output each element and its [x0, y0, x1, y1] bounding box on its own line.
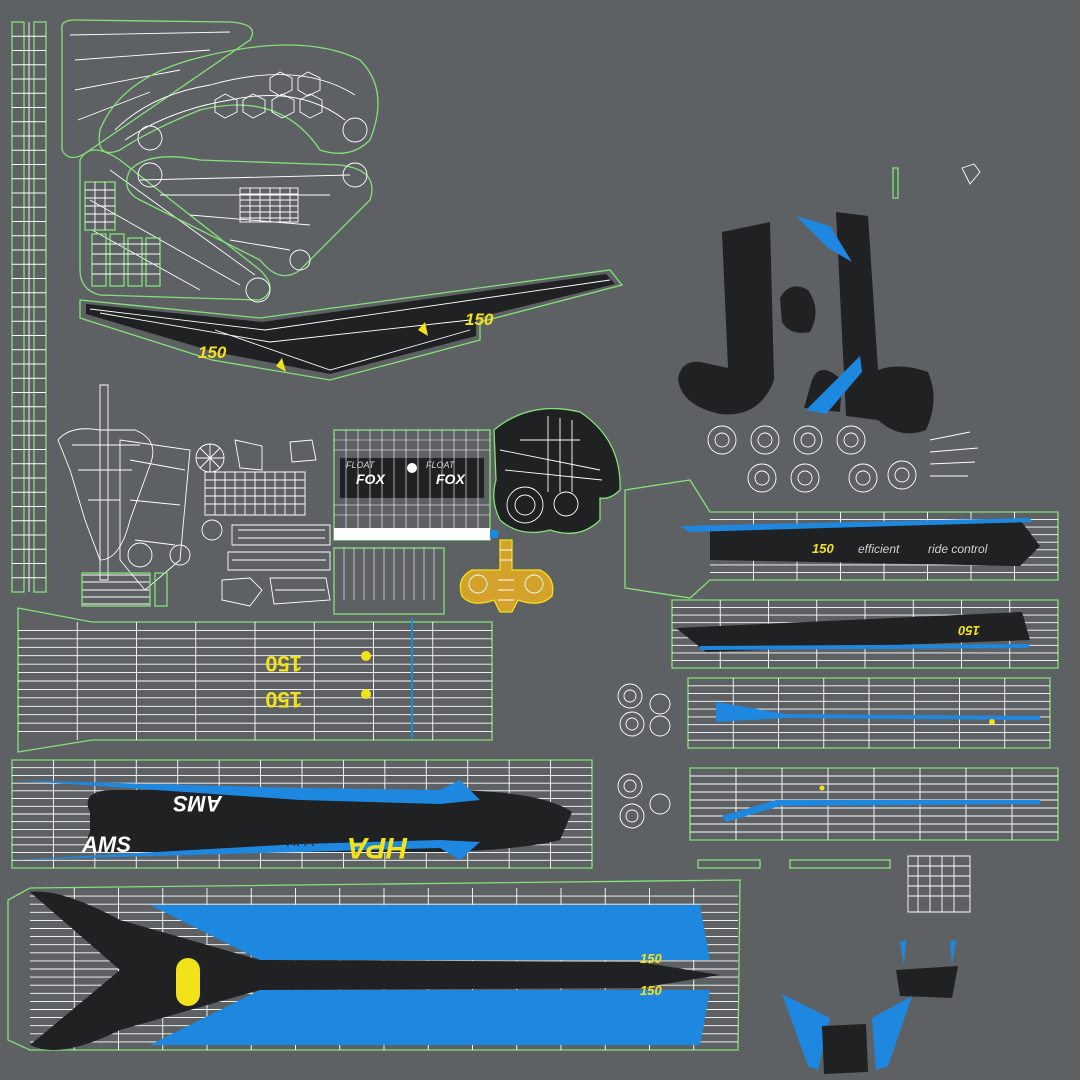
fox-shock-decal: FLOAT FOX FLOAT FOX: [333, 429, 498, 615]
top-tube-island: 150 150: [7, 879, 741, 1051]
ride-control-travel-label: 150: [812, 541, 834, 556]
float-label-a: FLOAT: [346, 460, 376, 470]
tube-travel-label-b: 150: [265, 687, 302, 712]
rocker-piece-island: [493, 407, 621, 534]
handlebar-travel-label-b: 150: [198, 343, 227, 362]
top-tube-travel-label-a: 150: [640, 951, 662, 966]
slogan-efficient: efficient: [858, 542, 900, 556]
seat-tube-island: 150 150: [17, 607, 493, 753]
bearing-rings-island: [617, 683, 891, 869]
hpa-logo-a: HPA: [347, 831, 408, 864]
slogan-ride-control: ride control: [928, 542, 988, 556]
yellow-bracket-island: [459, 539, 554, 613]
mirrored-travel-label: 150: [958, 623, 980, 638]
fox-logo-b: FOX: [436, 471, 466, 487]
top-tube-travel-label-b: 150: [640, 983, 662, 998]
ams-logo-b: AMS: [81, 832, 131, 857]
linkage-parts-island: [57, 384, 191, 607]
down-tube-island: HPA AMS AMS HPA: [11, 759, 593, 869]
tube-travel-label-a: 150: [265, 651, 302, 676]
dropout-parts-island: [782, 855, 971, 1074]
chainstay-tube-island-a: [687, 677, 1051, 749]
fox-logo-a: FOX: [356, 471, 386, 487]
seatstay-tube-island-a: 150 efficient ride control: [624, 479, 1059, 599]
linkage-frame-island: [61, 19, 379, 303]
shock-body-decal: [678, 163, 981, 434]
float-label-b: FLOAT: [426, 460, 456, 470]
seatstay-tube-island-b: 150: [671, 599, 1059, 669]
left-strip-islands: [11, 21, 47, 593]
hardware-rings-island: [707, 425, 979, 493]
handlebar-island: 150 150: [79, 269, 624, 381]
small-parts-island: [195, 439, 331, 607]
chainstay-tube-island-b: [689, 767, 1059, 841]
handlebar-travel-label-a: 150: [465, 310, 494, 329]
hpa-logo-b: HPA: [286, 833, 314, 849]
ams-logo-a: AMS: [173, 791, 223, 816]
